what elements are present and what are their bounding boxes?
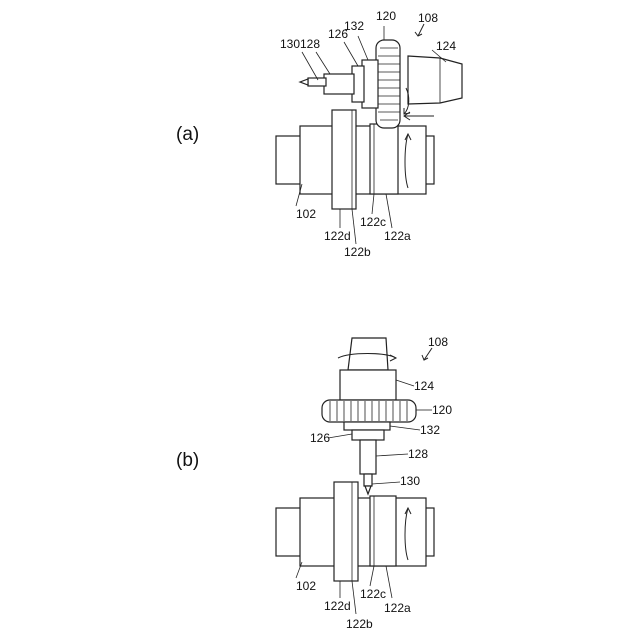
tool-assembly-108-b	[322, 338, 416, 494]
label-126-b: 126	[310, 431, 330, 445]
label-122c-a: 122c	[360, 215, 386, 229]
label-124-a: 124	[436, 39, 456, 53]
label-122a-a: 122a	[384, 229, 411, 243]
label-130-a: 130	[280, 37, 300, 51]
label-102-b: 102	[296, 579, 316, 593]
panel-b: (b)	[176, 335, 452, 631]
label-130-b: 130	[400, 474, 420, 488]
panel-a: (a)	[176, 9, 462, 259]
label-132-a: 132	[344, 19, 364, 33]
workpiece-102-b	[276, 482, 434, 581]
label-108-a: 108	[418, 11, 438, 25]
panel-b-label: (b)	[176, 450, 199, 471]
label-122b-a: 122b	[344, 245, 371, 259]
workpiece-102-a	[276, 110, 434, 209]
label-122a-b: 122a	[384, 601, 411, 615]
label-122c-b: 122c	[360, 587, 386, 601]
label-120-b: 120	[432, 403, 452, 417]
label-108-b: 108	[428, 335, 448, 349]
label-122b-b: 122b	[346, 617, 373, 631]
label-128-a: 128	[300, 37, 320, 51]
label-128-b: 128	[408, 447, 428, 461]
label-122d-a: 122d	[324, 229, 351, 243]
tool-assembly-108-a	[300, 40, 462, 128]
label-122d-b: 122d	[324, 599, 351, 613]
label-102-a: 102	[296, 207, 316, 221]
label-124-b: 124	[414, 379, 434, 393]
label-132-b: 132	[420, 423, 440, 437]
label-120-a: 120	[376, 9, 396, 23]
panel-a-label: (a)	[176, 124, 199, 145]
